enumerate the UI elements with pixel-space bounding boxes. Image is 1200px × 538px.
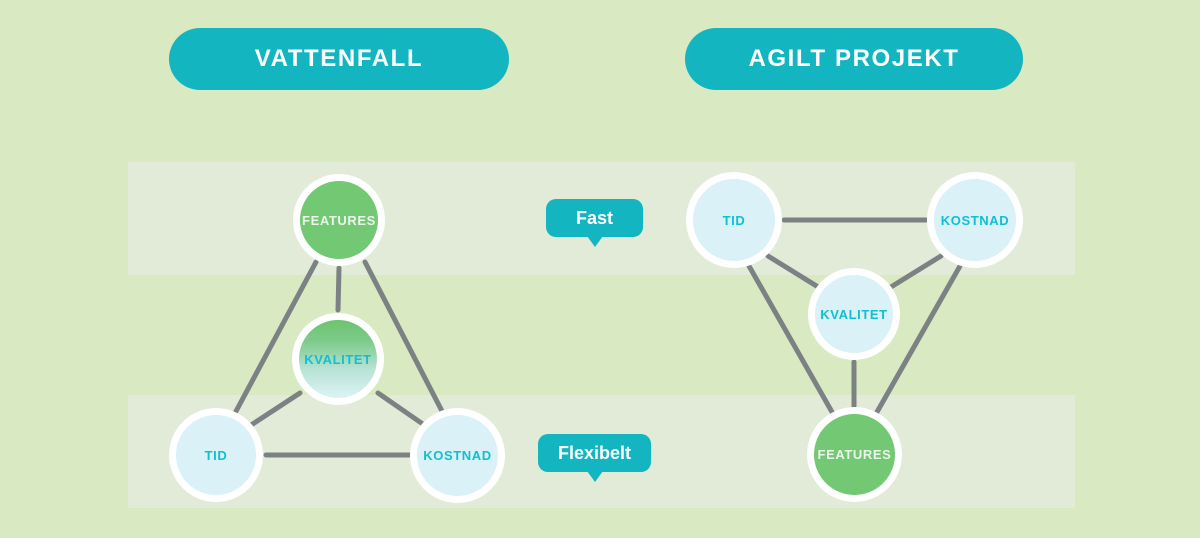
- node-left-kostnad-label: KOSTNAD: [423, 448, 492, 463]
- title-pill-vattenfall[interactable]: VATTENFALL: [169, 28, 509, 90]
- node-left-features-label: FEATURES: [302, 212, 376, 228]
- node-right-kvalitet-label: KVALITET: [820, 306, 888, 322]
- callout-flexibelt-label: Flexibelt: [557, 442, 632, 463]
- callout-fast[interactable]: Fast: [546, 199, 643, 247]
- node-left-kostnad[interactable]: KOSTNAD: [410, 408, 505, 503]
- callout-fast-label: Fast: [575, 207, 613, 228]
- title-pill-agilt-projekt[interactable]: AGILT PROJEKT: [685, 28, 1023, 90]
- node-left-features[interactable]: FEATURES: [293, 174, 385, 266]
- node-right-features[interactable]: FEATURES: [807, 407, 902, 502]
- node-right-kostnad[interactable]: KOSTNAD: [927, 172, 1023, 268]
- node-right-kostnad-label: KOSTNAD: [940, 212, 1010, 228]
- callout-flexibelt[interactable]: Flexibelt: [538, 434, 651, 482]
- node-left-kvalitet[interactable]: KVALITET: [292, 313, 384, 405]
- node-right-tid[interactable]: TID: [686, 172, 782, 268]
- node-right-tid-label: TID: [722, 212, 746, 228]
- title-right-label: AGILT PROJEKT: [748, 45, 960, 72]
- node-right-kvalitet[interactable]: KVALITET: [808, 268, 900, 360]
- node-left-tid-label: TID: [204, 447, 228, 463]
- title-left-label: VATTENFALL: [254, 45, 424, 72]
- node-right-features-label: FEATURES: [817, 447, 892, 462]
- node-left-kvalitet-label: KVALITET: [304, 351, 372, 367]
- node-left-tid[interactable]: TID: [169, 408, 263, 502]
